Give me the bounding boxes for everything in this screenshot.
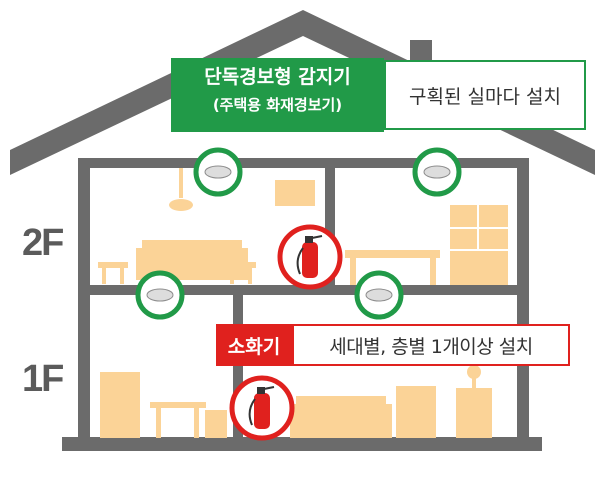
floor-label-1f: 1F: [22, 358, 64, 400]
shelf-lines: [450, 205, 508, 251]
fire-extinguisher-icon: [229, 375, 295, 441]
smoke-detector-rule: 구획된 실마다 설치: [384, 60, 586, 130]
interior-wall-1f: [233, 292, 243, 440]
floor-label-2f: 2F: [22, 222, 64, 264]
left-wall: [78, 160, 90, 440]
fire-extinguisher-icon: [277, 224, 343, 290]
smoke-detector-subtitle: (주택용 화재경보기): [212, 96, 343, 114]
furniture-1f-left: [100, 372, 227, 438]
right-wall: [517, 160, 529, 440]
smoke-detector-icon: [412, 147, 462, 197]
smoke-detector-icon: [354, 270, 404, 320]
interior-wall-2f: [325, 165, 335, 287]
furniture-2f-left: [98, 168, 315, 284]
attic-floor: [78, 158, 529, 168]
furniture-1f-right: [290, 365, 492, 438]
smoke-detector-icon: [193, 147, 243, 197]
second-floor-slab: [78, 285, 529, 295]
extinguisher-rule: 세대별, 층별 1개이상 설치: [292, 324, 570, 366]
smoke-detector-icon: [135, 270, 185, 320]
smoke-detector-title: 단독경보형 감지기: [204, 66, 351, 88]
smoke-detector-label: 단독경보형 감지기 (주택용 화재경보기): [171, 58, 384, 132]
extinguisher-label: 소화기: [216, 324, 292, 366]
ground-slab: [62, 437, 542, 451]
